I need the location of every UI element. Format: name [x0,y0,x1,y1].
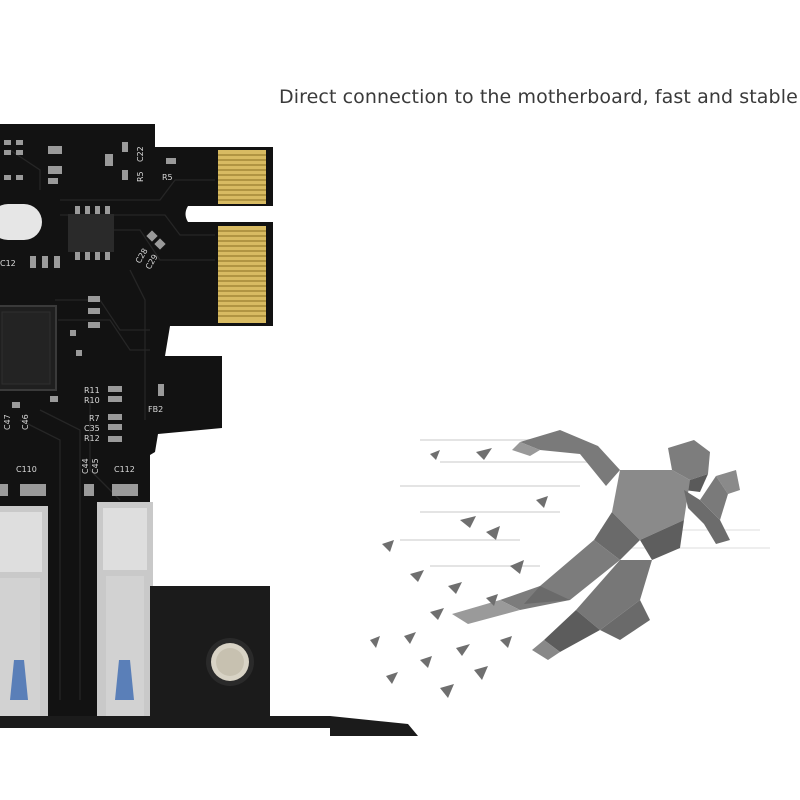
label-c35: C35 [84,424,100,433]
smd-components [0,140,176,496]
label-r5b: R5 [162,173,173,182]
label-c47: C47 [3,414,12,430]
label-fb2: FB2 [148,405,163,414]
label-c12: C12 [0,259,16,268]
label-r7: R7 [89,414,100,423]
gold-finger-upper [218,150,266,204]
tagline: Direct connection to the motherboard, fa… [279,86,798,108]
low-poly-runner [370,430,770,698]
pcb-board [0,124,273,720]
small-ic [68,214,114,252]
label-c110: C110 [16,465,37,474]
label-r12: R12 [84,434,100,443]
crystal-oscillator [0,204,42,240]
usb-port-left [0,506,48,716]
label-c112: C112 [114,465,135,474]
label-c44: C44 [81,458,90,474]
label-r10: R10 [84,396,100,405]
usb-pcie-card: C22 R5 R5 C12 C28 C29 R11 R10 R7 C35 R12… [0,124,418,736]
gold-finger-lower [218,226,266,323]
mounting-bracket [0,586,330,728]
debris-shards [370,448,548,698]
usb-port-right [97,502,153,716]
bracket-tail [330,716,418,736]
label-c46: C46 [21,414,30,430]
label-c22: C22 [136,146,145,162]
label-r11: R11 [84,386,100,395]
label-r5a: R5 [136,171,145,182]
label-c45: C45 [91,458,100,474]
